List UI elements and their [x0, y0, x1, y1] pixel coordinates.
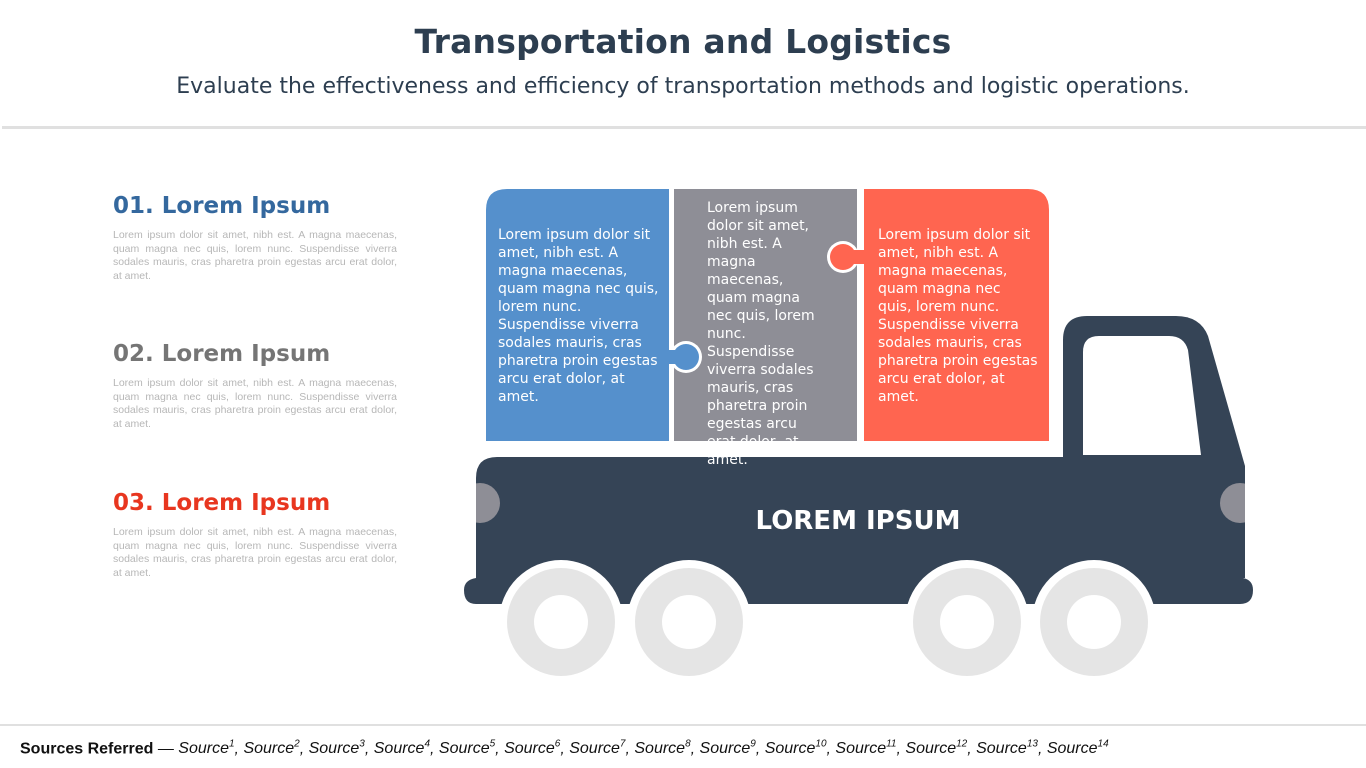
sources-separator: — — [153, 740, 179, 758]
footer-divider — [0, 724, 1366, 726]
sources-list: Source1, Source2, Source3, Source4, Sour… — [178, 739, 1109, 758]
item-title: 02. Lorem Ipsum — [113, 341, 331, 367]
item-text: Lorem ipsum dolor sit amet, nibh est. A … — [113, 229, 397, 283]
item-title: 01. Lorem Ipsum — [113, 193, 331, 219]
sources-label: Sources Referred — [20, 740, 154, 758]
source-reference: Source8 — [634, 739, 691, 758]
source-reference: Source10 — [764, 739, 827, 758]
puzzle-text-blue: Lorem ipsum dolor sit amet, nibh est. A … — [498, 227, 659, 405]
wheel — [627, 560, 751, 684]
puzzle-piece-gray — [674, 189, 857, 441]
wheel — [905, 560, 1029, 684]
wheel — [499, 560, 623, 684]
sources-footer: Sources Referred — Source1, Source2, Sou… — [20, 739, 1109, 758]
source-reference: Source5 — [438, 739, 496, 758]
truck-window — [1083, 336, 1201, 455]
source-reference: Source2 — [243, 739, 300, 758]
puzzle-text-gray: Lorem ipsum dolor sit amet, nibh est. A … — [707, 200, 815, 468]
item-text: Lorem ipsum dolor sit amet, nibh est. A … — [113, 526, 397, 580]
puzzle-piece-blue — [486, 189, 669, 441]
source-reference: Source6 — [504, 739, 561, 758]
item-text: Lorem ipsum dolor sit amet, nibh est. A … — [113, 377, 397, 431]
list-item: 01. Lorem Ipsum Lorem ipsum dolor sit am… — [113, 193, 397, 284]
page-subtitle: Evaluate the effectiveness and efficienc… — [176, 74, 1190, 99]
page-title: Transportation and Logistics — [414, 22, 952, 61]
source-reference: Source11 — [835, 739, 897, 758]
list-item: 02. Lorem Ipsum Lorem ipsum dolor sit am… — [113, 341, 397, 432]
item-title: 03. Lorem Ipsum — [113, 490, 331, 516]
source-reference: Source14 — [1046, 739, 1109, 758]
source-reference: Source1 — [178, 739, 235, 758]
truck-label: LOREM IPSUM — [755, 506, 961, 536]
puzzle-text-red: Lorem ipsum dolor sit amet, nibh est. A … — [878, 227, 1038, 405]
source-reference: Source7 — [569, 739, 626, 758]
puzzle-piece-red — [864, 189, 1049, 441]
header-divider — [2, 126, 1366, 129]
source-reference: Source12 — [905, 739, 968, 758]
list-item: 03. Lorem Ipsum Lorem ipsum dolor sit am… — [113, 490, 397, 581]
source-reference: Source9 — [699, 739, 756, 758]
source-reference: Source3 — [308, 739, 365, 758]
source-reference: Source4 — [373, 739, 431, 758]
wheel — [1032, 560, 1156, 684]
source-reference: Source13 — [976, 739, 1038, 758]
